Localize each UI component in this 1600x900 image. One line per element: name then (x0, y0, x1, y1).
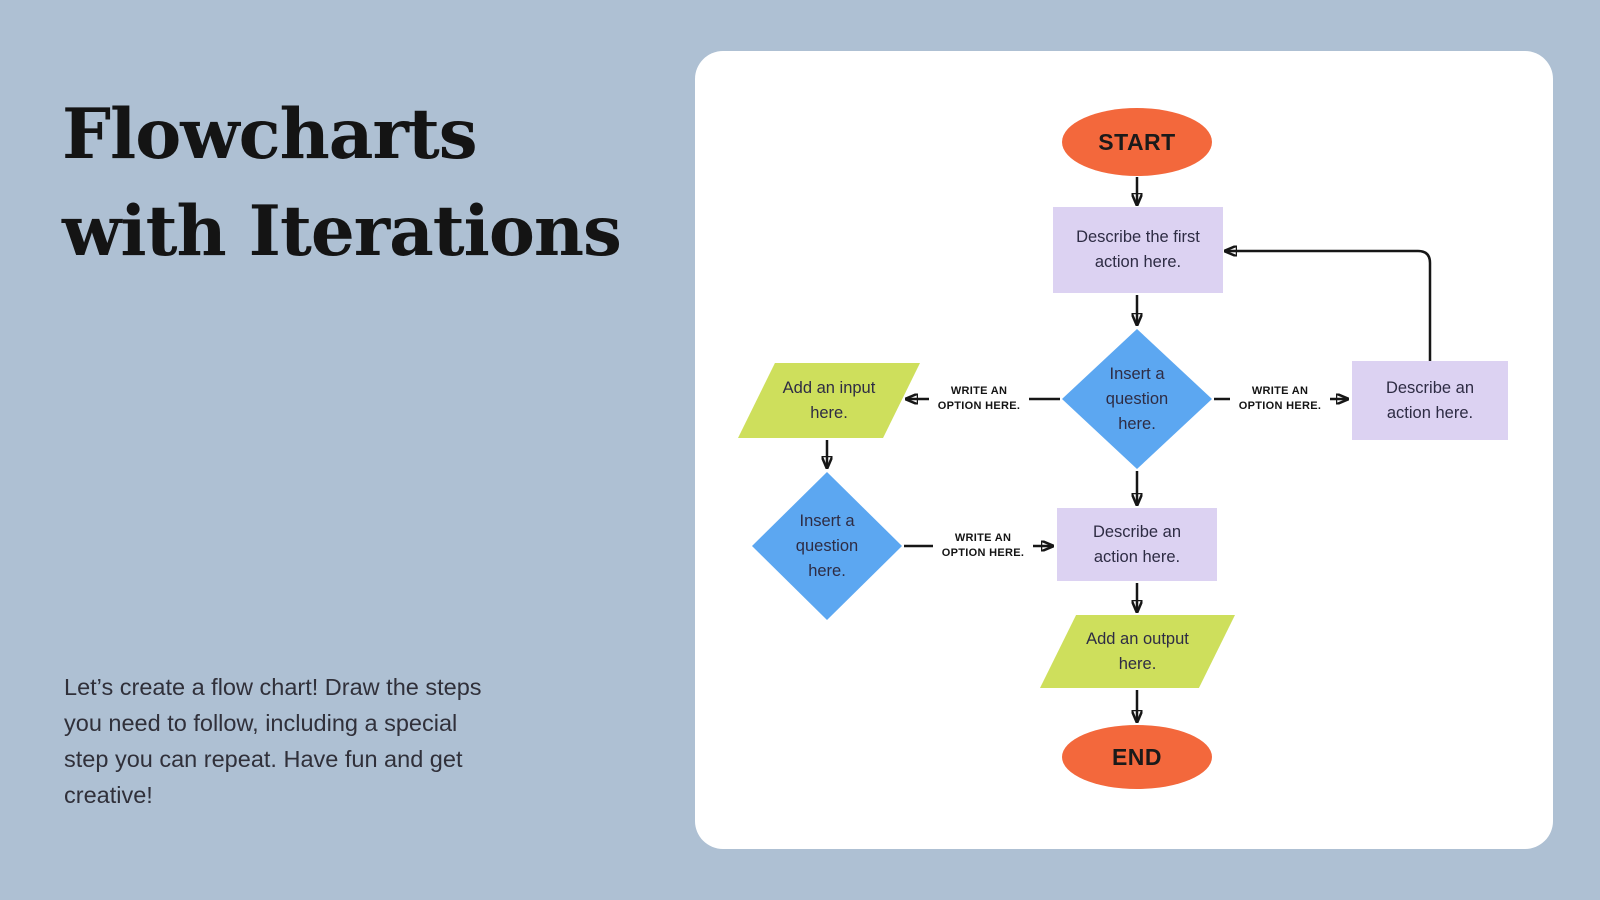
flowchart-node-first-action: Describe the first action here. (1053, 207, 1223, 293)
flowchart-node-start: START (1062, 108, 1212, 176)
flowchart-node-action-right: Describe an action here. (1352, 361, 1508, 440)
node-label: END (1111, 743, 1163, 770)
edge-label-left: WRITE AN OPTION HERE. (929, 382, 1029, 416)
flowchart-canvas: START Describe the first action here. In… (695, 51, 1553, 849)
edge-label-right: WRITE AN OPTION HERE. (1230, 382, 1330, 416)
title-line-2: with Iterations (62, 191, 622, 272)
node-label: Describe an action here. (1385, 378, 1475, 422)
node-label: START (1098, 128, 1176, 155)
flowchart-node-output: Add an output here. (1040, 615, 1235, 688)
node-label: Insert a question here. (1105, 364, 1169, 433)
node-label: Add an input here. (782, 378, 876, 422)
edge-label-bottom: WRITE AN OPTION HERE. (933, 529, 1033, 563)
arrow-loop-action-right-to-first-action (1226, 251, 1432, 361)
node-label: Describe an action here. (1092, 522, 1182, 566)
title-line-1: Flowcharts (62, 94, 478, 175)
description-text: Let’s create a flow chart! Draw the step… (64, 674, 482, 808)
node-label: Add an output here. (1086, 629, 1189, 673)
flowchart-node-end: END (1062, 725, 1212, 789)
flowchart-node-action-center: Describe an action here. (1057, 508, 1217, 581)
node-label: Describe the first action here. (1076, 228, 1200, 271)
page-title: Flowcharts with Iterations (62, 86, 622, 280)
left-panel: Flowcharts with Iterations Let’s create … (62, 0, 662, 900)
node-label: Insert a question here. (795, 511, 859, 580)
